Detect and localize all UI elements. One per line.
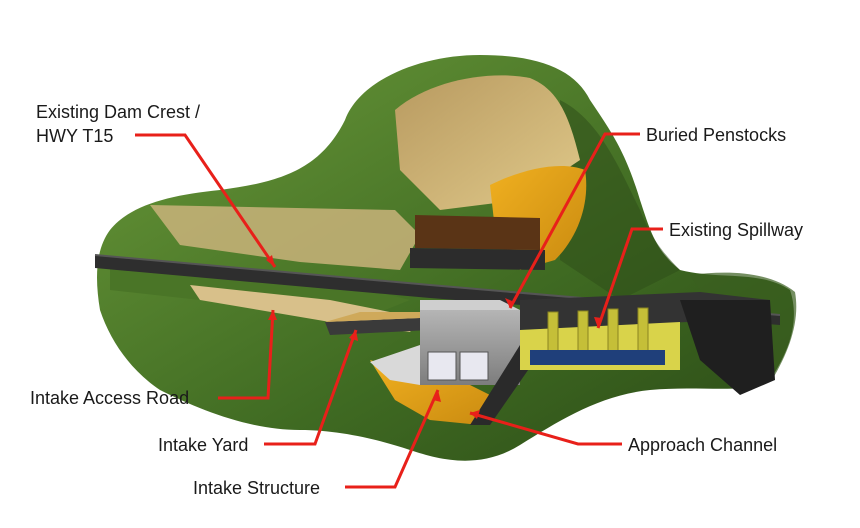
label-intake-structure: Intake Structure bbox=[193, 478, 321, 498]
label-existing-spillway: Existing Spillway bbox=[669, 220, 804, 240]
leader-intake-yard bbox=[264, 329, 358, 446]
powerhouse-roof bbox=[415, 215, 540, 250]
label-dam-crest-line1: Existing Dam Crest / bbox=[36, 102, 201, 122]
leader-intake-access-road bbox=[218, 309, 275, 400]
label-dam-crest-line2: HWY T15 bbox=[36, 126, 114, 146]
intake-wingwall-right bbox=[470, 345, 535, 425]
label-existing-dam-crest: Existing Dam Crest / HWY T15 bbox=[36, 100, 200, 148]
spillway-chute bbox=[680, 300, 775, 395]
label-approach-channel: Approach Channel bbox=[628, 435, 778, 455]
leader-existing-spillway bbox=[596, 227, 663, 329]
leader-buried-penstocks bbox=[508, 132, 640, 309]
intake-bay-right bbox=[459, 351, 489, 381]
label-intake-yard: Intake Yard bbox=[158, 435, 249, 455]
leader-intake-structure bbox=[345, 389, 440, 489]
leader-arrowheads bbox=[266, 255, 602, 419]
powerhouse-wall bbox=[410, 248, 545, 270]
leader-approach-channel bbox=[469, 411, 622, 446]
intake-structure-top bbox=[420, 300, 520, 310]
intake-bay-left bbox=[427, 351, 457, 381]
leader-lines bbox=[135, 132, 663, 489]
intake-yard-top bbox=[325, 312, 430, 322]
dam-embankment-upstream bbox=[150, 205, 420, 270]
label-buried-penstocks: Buried Penstocks bbox=[646, 125, 787, 145]
intake-yard-slab bbox=[325, 318, 430, 335]
intake-wingwall-left bbox=[370, 345, 420, 385]
spillway-gate-row bbox=[530, 350, 665, 365]
label-intake-access-road: Intake Access Road bbox=[30, 388, 190, 408]
leader-dam-crest bbox=[135, 133, 277, 268]
terrain-shadow-ridge bbox=[560, 100, 680, 300]
